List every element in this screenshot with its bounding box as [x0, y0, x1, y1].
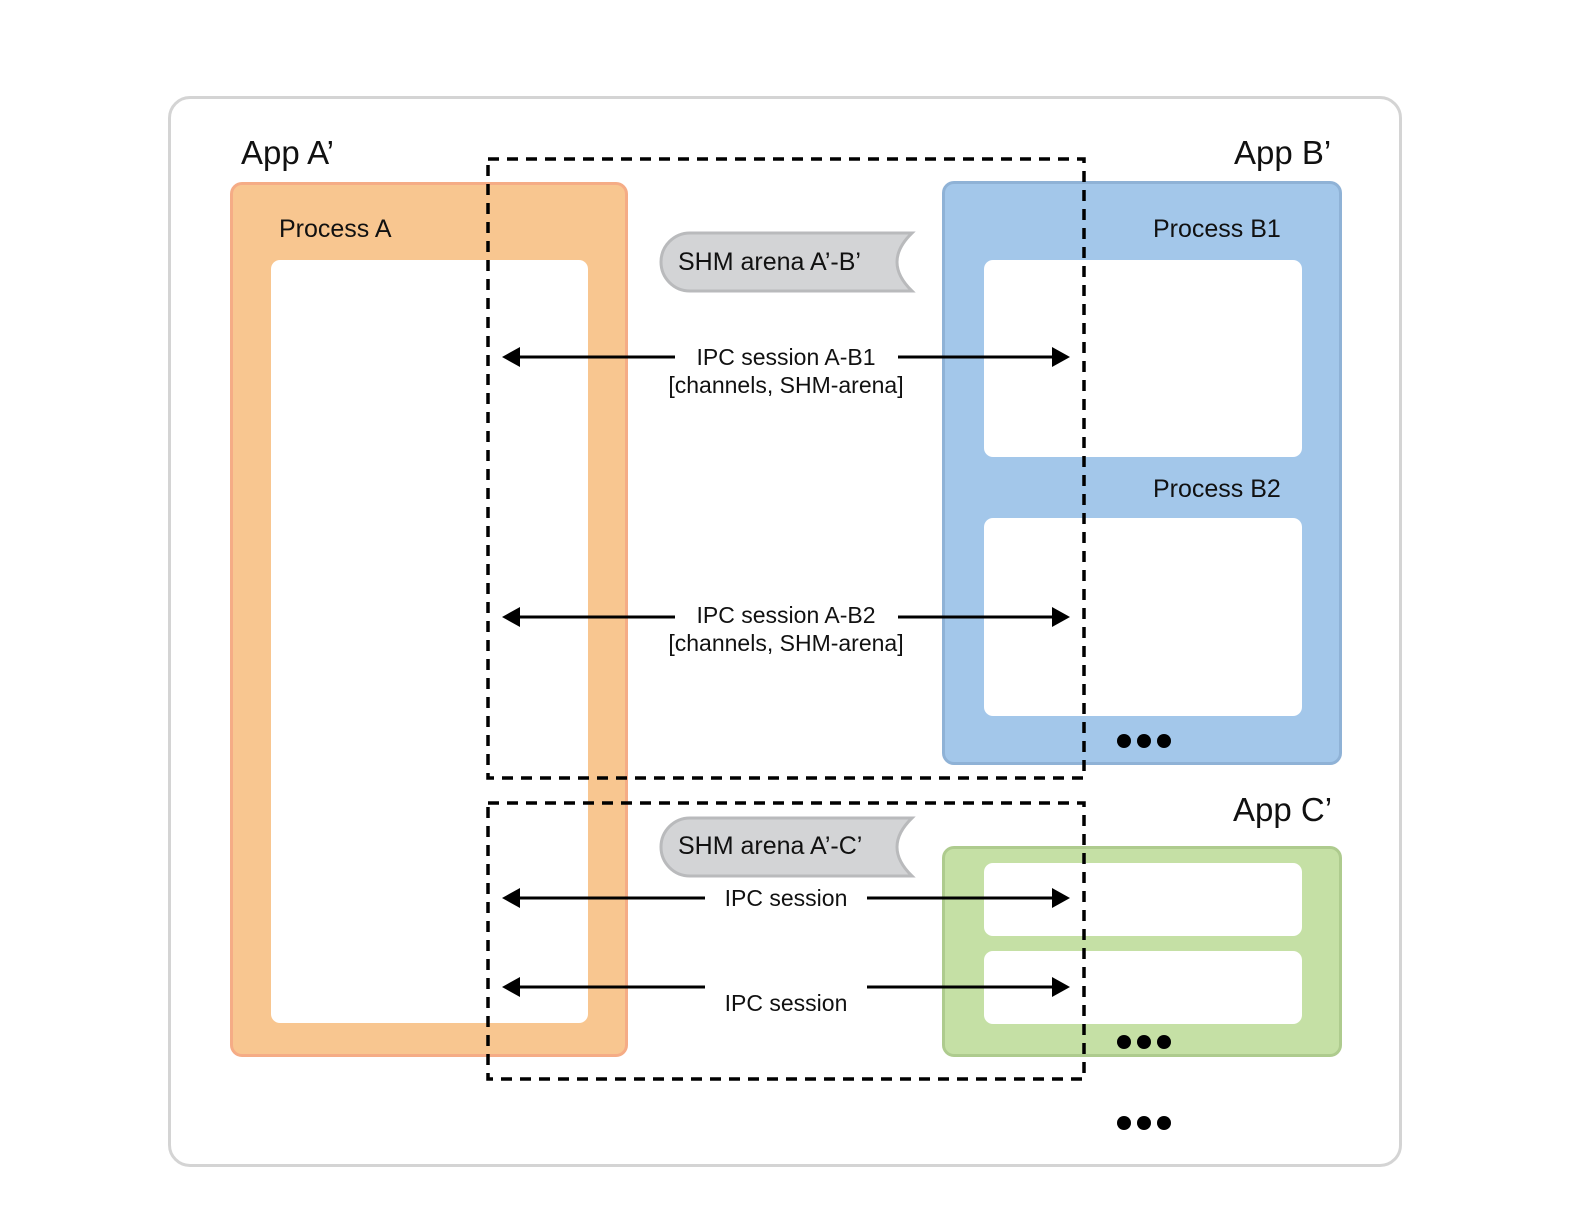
- shm-arena-ab-label: SHM arena A’-B’: [678, 248, 861, 276]
- shm-arena-ac-label: SHM arena A’-C’: [678, 832, 863, 860]
- ipc-session-ab2-detail: [channels, SHM-arena]: [668, 630, 904, 656]
- app-c-title: App C’: [1233, 791, 1333, 828]
- app-a-title: App A’: [241, 134, 334, 171]
- process-c1-box: [984, 863, 1302, 936]
- ipc-session-ab2-title: IPC session A-B2: [696, 602, 876, 628]
- process-b1-label: Process B1: [1153, 215, 1281, 243]
- more-apps-ellipsis: [1117, 1116, 1171, 1130]
- app-c-more-processes-ellipsis: [1117, 1035, 1171, 1049]
- process-a-label: Process A: [279, 215, 392, 243]
- process-c2-box: [984, 951, 1302, 1024]
- process-b2-box: [984, 518, 1302, 716]
- process-b1-box: [984, 260, 1302, 457]
- app-b-title: App B’: [1234, 134, 1332, 171]
- ipc-session-ab1-detail: [channels, SHM-arena]: [668, 372, 904, 398]
- process-a-box: [271, 260, 588, 1023]
- ipc-session-ab2-label: IPC session A-B2 [channels, SHM-arena]: [636, 601, 936, 657]
- ipc-session-ab1-label: IPC session A-B1 [channels, SHM-arena]: [636, 343, 936, 399]
- ipc-session-ac2-label: IPC session: [724, 990, 848, 1016]
- ipc-session-ab1-title: IPC session A-B1: [696, 344, 876, 370]
- process-b2-label: Process B2: [1153, 475, 1281, 503]
- app-b-more-processes-ellipsis: [1117, 734, 1171, 748]
- ipc-session-ac1-label: IPC session: [724, 885, 848, 911]
